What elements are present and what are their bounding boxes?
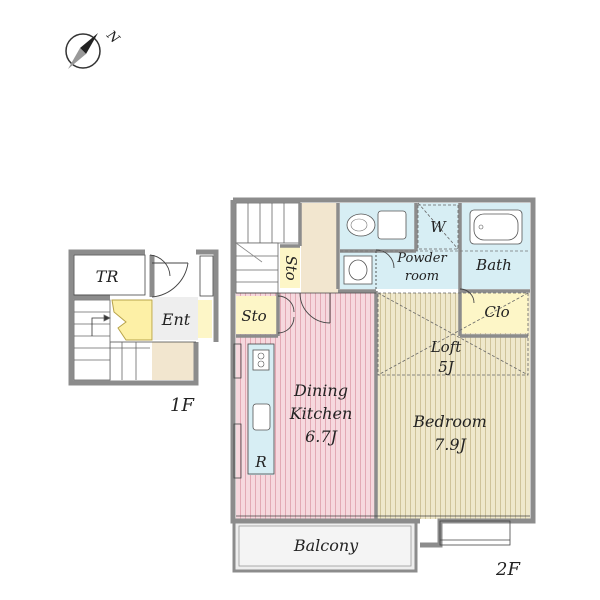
second-floor-partitions [236,203,530,519]
shoe-storage [198,300,212,338]
second-floor-doors [277,249,475,334]
second-floor-inner-lines [233,292,530,546]
second-floor-stairs [235,202,301,294]
hall-floor [301,203,338,293]
bedroom-size-label: 7.9J [434,435,467,454]
bath-label: Bath [475,256,512,274]
first-floor-label: 1F [170,395,195,416]
storage-vertical-floor [280,246,300,288]
balcony-inner [238,525,412,567]
tr-label: TR [96,267,119,286]
first-floor-walls [68,249,219,386]
first-floor: TR Ent 1F [68,249,219,416]
balcony-label: Balcony [293,536,359,555]
north-arrow-icon [65,33,101,69]
dining-size-label: 6.7J [305,427,338,446]
storage-floor [236,296,278,334]
w-label: W [430,218,447,236]
entrance-door [149,254,189,298]
second-floor-label: 2F [495,559,521,580]
loft-size-label: 5J [438,358,455,376]
bedroom-name-label: Bedroom [412,412,487,431]
compass-label: N [103,27,123,47]
sto-label: Sto [241,307,266,325]
clo-label: Clo [484,303,509,321]
ent-label: Ent [161,310,191,329]
stove-fixture [252,349,270,371]
entry-marker [111,299,153,341]
loft-outline [377,202,529,376]
loft-name-label: Loft [430,338,463,356]
sto-vertical-label: Sto [282,255,300,280]
toilet-fixture [346,210,407,240]
dining-label-line1: Dining [293,381,348,400]
compass: N [65,27,123,69]
sink-fixture [343,255,373,285]
second-floor: Sto Sto W Powder room Bath Clo Loft 5J D… [230,197,536,580]
closet-floor [460,293,528,333]
entrance-floor [153,297,198,340]
powder-room-label-line2: room [405,269,439,284]
powder-room-label-line1: Powder [396,251,447,266]
stair-landing [152,342,196,380]
kitchen-sink-fixture [252,403,271,431]
refrigerator-label: R [254,453,266,471]
refrigerator-space [248,447,274,475]
bathtub-fixture [469,209,523,245]
dining-label-line2: Kitchen [289,404,353,423]
first-floor-stairs [73,299,150,381]
